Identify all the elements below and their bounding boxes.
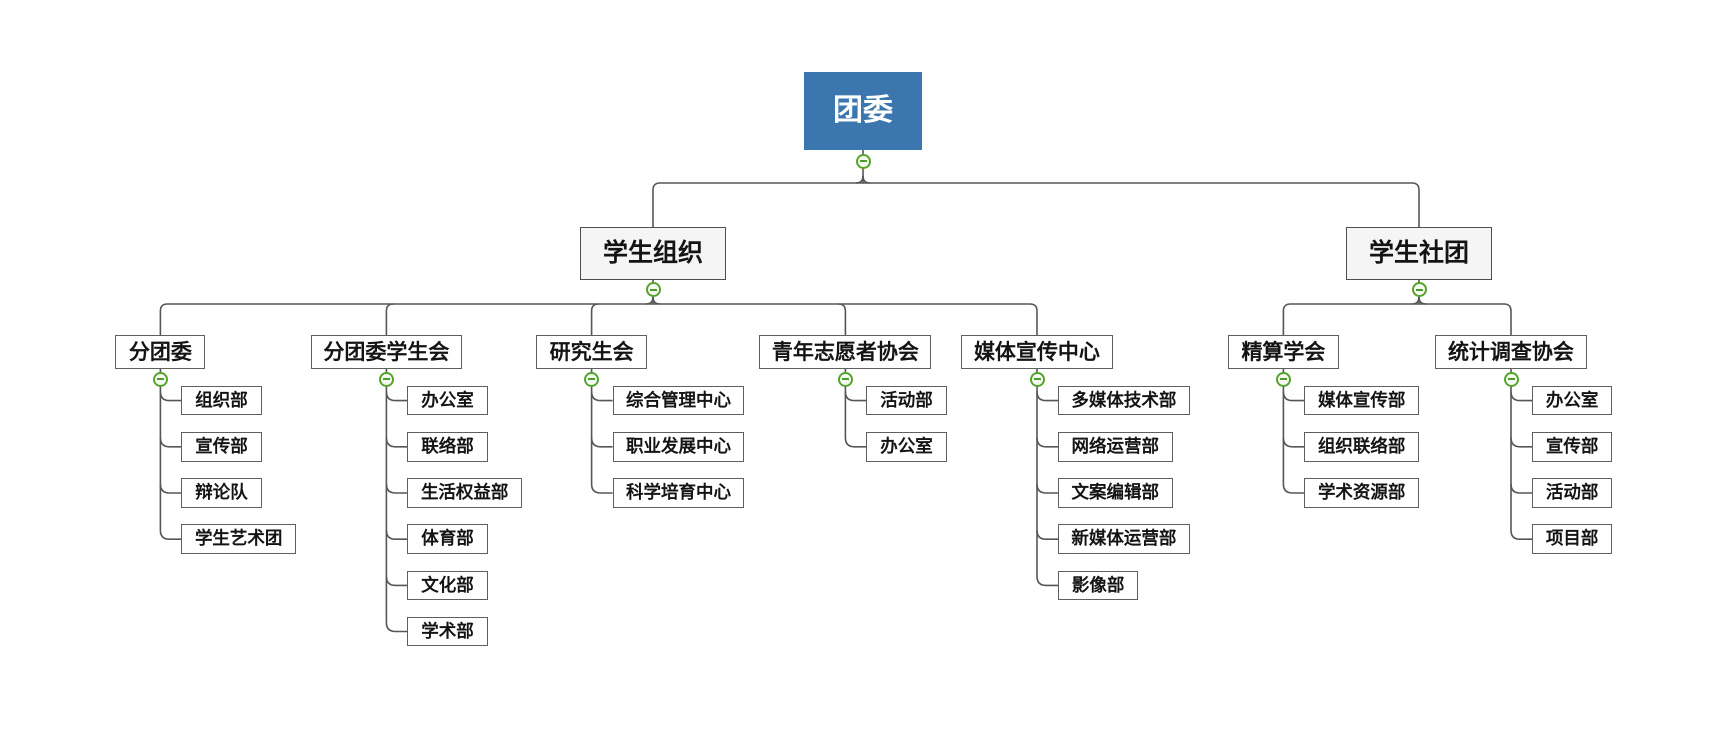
node-imaging-dept[interactable]: 影像部 xyxy=(1058,570,1139,601)
minus-icon xyxy=(1033,378,1041,380)
node-activities-dept[interactable]: 活动部 xyxy=(1532,478,1613,508)
collapse-button-sub-league-student-union[interactable] xyxy=(378,371,394,387)
node-sub-league-student-union[interactable]: 分团委学生会 xyxy=(310,335,463,369)
collapse-button-actuarial-society[interactable] xyxy=(1275,371,1291,387)
node-project-dept[interactable]: 项目部 xyxy=(1532,524,1613,554)
node-network-operations-dept[interactable]: 网络运营部 xyxy=(1058,432,1173,462)
node-career-development-center[interactable]: 职业发展中心 xyxy=(612,432,745,462)
collapse-button-statistical-survey-association[interactable] xyxy=(1503,371,1519,387)
minus-icon xyxy=(382,378,390,380)
node-debate-team[interactable]: 辩论队 xyxy=(181,478,262,508)
node-student-art-troupe[interactable]: 学生艺术团 xyxy=(181,524,296,554)
node-youth-volunteers-association[interactable]: 青年志愿者协会 xyxy=(759,335,932,369)
node-multimedia-technology-dept[interactable]: 多媒体技术部 xyxy=(1058,385,1190,416)
node-science-cultivation-center[interactable]: 科学培育中心 xyxy=(612,478,745,508)
minus-icon xyxy=(649,288,657,291)
minus-icon xyxy=(156,378,164,380)
node-statistical-survey-association[interactable]: 统计调查协会 xyxy=(1434,335,1588,369)
node-academic-dept[interactable]: 学术部 xyxy=(407,616,488,647)
minus-icon xyxy=(1507,378,1515,380)
node-graduate-student-union[interactable]: 研究生会 xyxy=(536,335,647,369)
node-student-clubs[interactable]: 学生社团 xyxy=(1346,227,1492,280)
minus-icon xyxy=(1415,288,1423,291)
node-media-publicity-center[interactable]: 媒体宣传中心 xyxy=(960,335,1114,369)
minus-icon xyxy=(841,378,849,380)
node-actuarial-society[interactable]: 精算学会 xyxy=(1228,335,1339,369)
collapse-button-student-clubs[interactable] xyxy=(1411,282,1427,297)
node-general-management-center[interactable]: 综合管理中心 xyxy=(612,385,745,416)
collapse-button-graduate-student-union[interactable] xyxy=(584,371,600,387)
node-sports-dept[interactable]: 体育部 xyxy=(407,524,488,554)
collapse-button-youth-league-committee[interactable] xyxy=(855,153,871,169)
node-office[interactable]: 办公室 xyxy=(1532,385,1613,416)
node-culture-dept[interactable]: 文化部 xyxy=(407,570,488,601)
node-office[interactable]: 办公室 xyxy=(866,432,947,462)
node-activities-dept[interactable]: 活动部 xyxy=(866,385,947,416)
node-media-publicity-dept[interactable]: 媒体宣传部 xyxy=(1304,385,1419,416)
minus-icon xyxy=(859,160,867,162)
collapse-button-student-organizations[interactable] xyxy=(645,282,661,297)
node-student-organizations[interactable]: 学生组织 xyxy=(580,227,726,280)
node-organization-dept[interactable]: 组织部 xyxy=(181,385,262,416)
node-youth-league-committee[interactable]: 团委 xyxy=(804,72,922,150)
node-academic-resources-dept[interactable]: 学术资源部 xyxy=(1304,478,1419,508)
collapse-button-youth-volunteers-association[interactable] xyxy=(837,371,853,387)
node-new-media-operations-dept[interactable]: 新媒体运营部 xyxy=(1058,524,1190,554)
node-sub-league-committee[interactable]: 分团委 xyxy=(115,335,206,369)
minus-icon xyxy=(588,378,596,380)
node-publicity-dept[interactable]: 宣传部 xyxy=(181,432,262,462)
node-office[interactable]: 办公室 xyxy=(407,385,488,416)
node-liaison-dept[interactable]: 联络部 xyxy=(407,432,488,462)
collapse-button-sub-league-committee[interactable] xyxy=(152,371,168,387)
node-life-rights-dept[interactable]: 生活权益部 xyxy=(407,478,522,508)
minus-icon xyxy=(1279,378,1287,380)
collapse-button-media-publicity-center[interactable] xyxy=(1029,371,1045,387)
node-publicity-dept[interactable]: 宣传部 xyxy=(1532,432,1613,462)
node-copywriting-editing-dept[interactable]: 文案编辑部 xyxy=(1058,478,1173,508)
node-organization-liaison-dept[interactable]: 组织联络部 xyxy=(1304,432,1419,462)
